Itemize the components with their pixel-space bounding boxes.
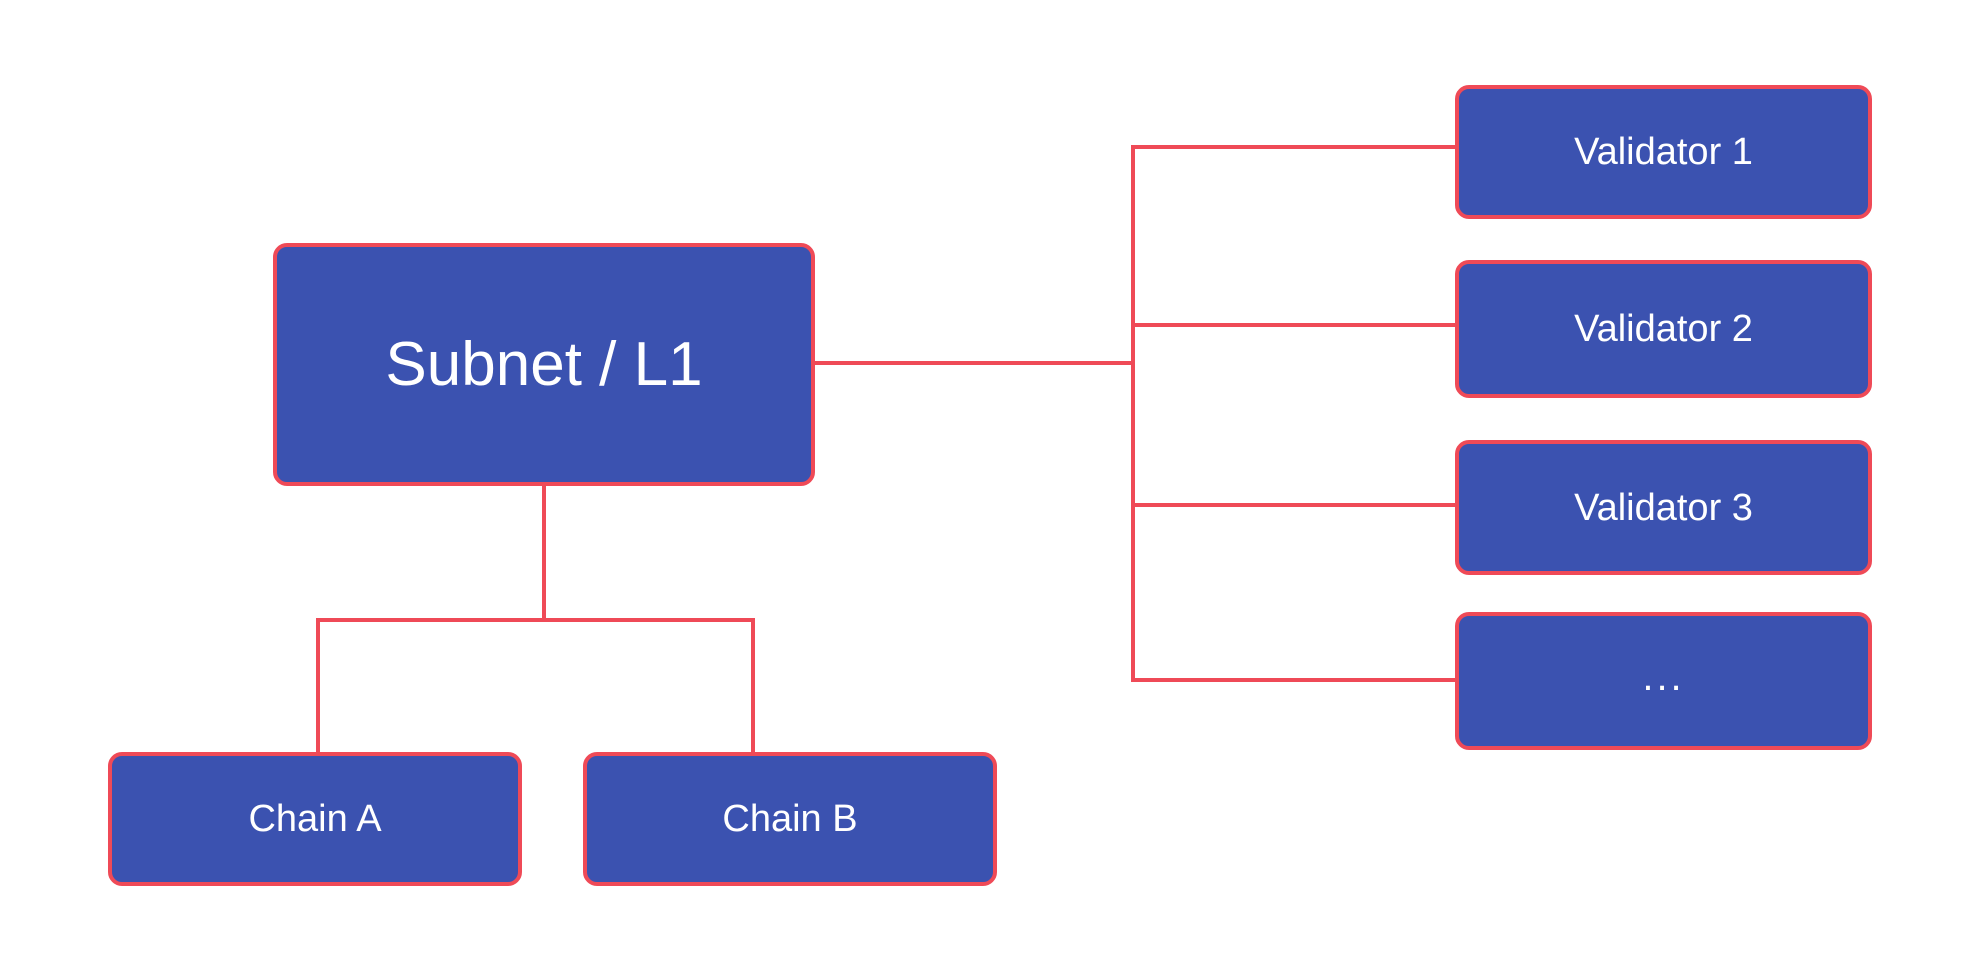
node-validator-more-label: ... xyxy=(1642,655,1685,699)
node-chain-b-label: Chain B xyxy=(722,798,858,840)
node-chain-a-label: Chain A xyxy=(248,798,382,840)
node-validator-1-label: Validator 1 xyxy=(1574,131,1753,173)
node-validator-2[interactable]: Validator 2 xyxy=(1455,260,1872,398)
node-subnet-l1[interactable]: Subnet / L1 xyxy=(273,243,815,486)
node-validator-2-label: Validator 2 xyxy=(1574,308,1753,350)
node-subnet-l1-label: Subnet / L1 xyxy=(385,329,703,399)
node-chain-b[interactable]: Chain B xyxy=(583,752,997,886)
node-validator-3-label: Validator 3 xyxy=(1574,486,1753,529)
node-validator-3[interactable]: Validator 3 xyxy=(1455,440,1872,575)
node-validator-more[interactable]: ... xyxy=(1455,612,1872,750)
node-chain-a[interactable]: Chain A xyxy=(108,752,522,886)
node-validator-1[interactable]: Validator 1 xyxy=(1455,85,1872,219)
